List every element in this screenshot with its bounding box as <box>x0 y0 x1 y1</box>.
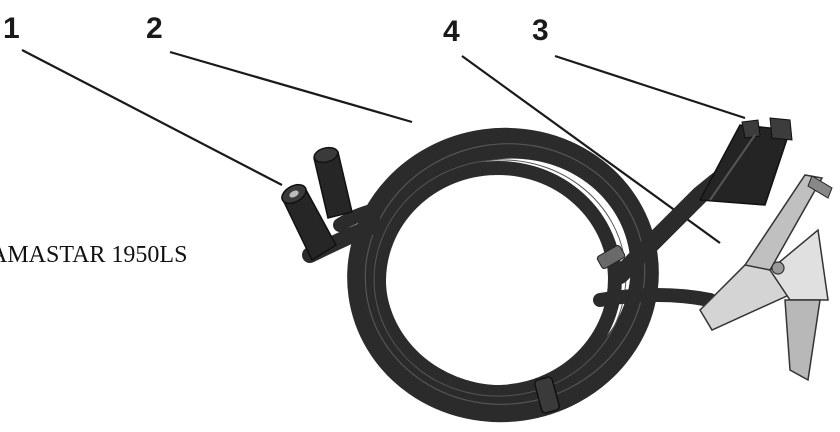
callout-label-2: 2 <box>146 14 163 44</box>
model-caption: AMASTAR 1950LS <box>0 242 187 269</box>
leader-line-1 <box>22 50 282 185</box>
electrode-holder <box>700 118 792 205</box>
leader-line-3 <box>555 56 745 118</box>
leader-line-2 <box>170 52 412 122</box>
callout-label-1: 1 <box>3 14 20 44</box>
cable-plug-back <box>313 145 352 218</box>
callout-label-4: 4 <box>443 17 460 47</box>
callout-label-3: 3 <box>532 16 549 46</box>
ground-clamp <box>700 175 832 380</box>
